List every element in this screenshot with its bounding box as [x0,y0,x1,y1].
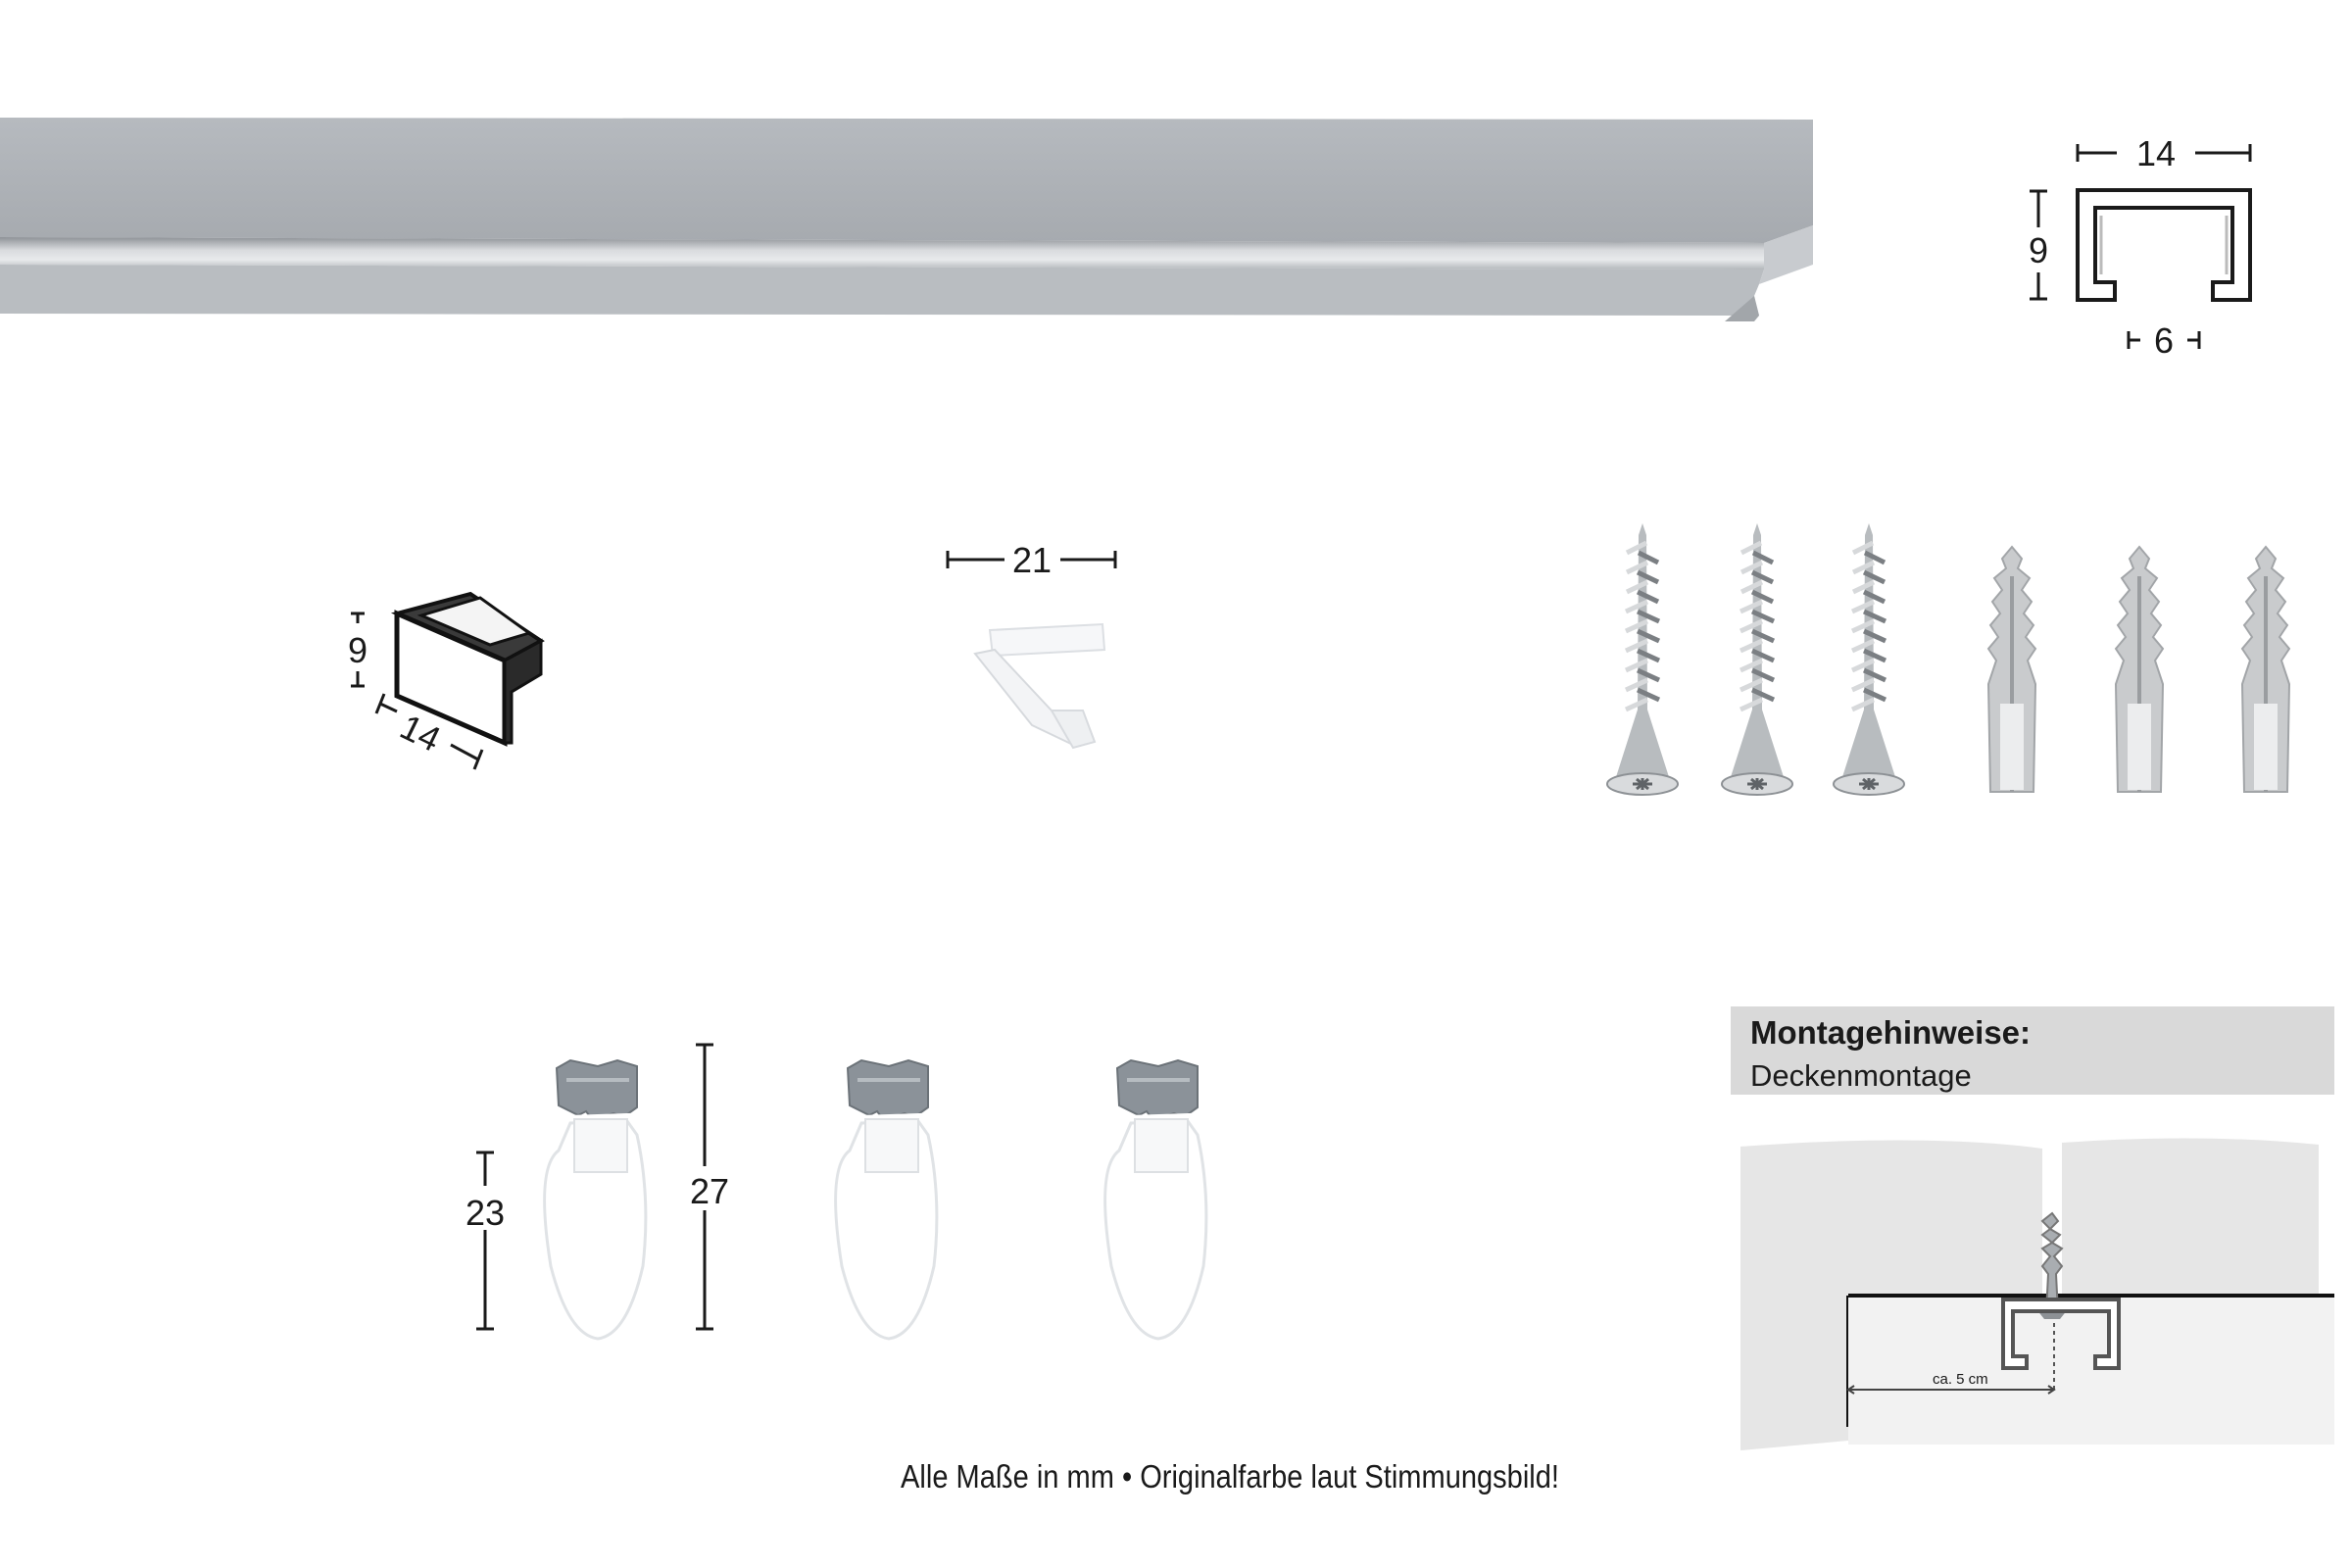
ceiling-mount-diagram: ca. 5 cm [1740,1138,2334,1450]
mounting-title: Montagehinweise: [1750,1014,2032,1051]
mounted-rail-profile [2001,1298,2121,1370]
end-cap-diagram: 9 14 [348,591,545,770]
curtain-rail-image [0,118,1813,321]
profile-height-label: 9 [2029,230,2048,270]
wall-plug-icon [1986,545,2037,794]
profile-width-label: 14 [2136,133,2176,173]
rail-profile-outline [2076,188,2252,302]
wall-plug-icon [2240,545,2291,794]
rail-profile-diagram: 14 9 6 [2029,133,2252,361]
footer-note: Alle Maße in mm • Originalfarbe laut Sti… [901,1458,1559,1494]
hook-inner-height-label: 23 [466,1193,505,1233]
wall-plug-icon [2114,545,2165,794]
glider-width-label: 21 [1012,540,1052,580]
curtain-hook-icon [836,1060,937,1339]
screw-icon [1722,523,1792,795]
screw-icon [1607,523,1678,795]
mount-distance-label: ca. 5 cm [1933,1371,1988,1388]
end-cap-height-label: 9 [348,630,368,670]
hook-total-height-label: 27 [690,1171,729,1211]
curtain-hook-icon [545,1060,646,1339]
mounting-info-box: Montagehinweise: Deckenmontage [1731,1006,2334,1095]
mounting-subtitle: Deckenmontage [1750,1058,1972,1093]
glider-diagram: 21 [946,540,1117,750]
curtain-hook-set: 23 27 [466,1043,1254,1352]
screw-icon [1834,523,1904,795]
curtain-hook-icon [1105,1060,1206,1339]
dowel-set [1986,545,2291,794]
profile-opening-label: 6 [2154,320,2174,361]
screw-set [1597,519,1911,823]
